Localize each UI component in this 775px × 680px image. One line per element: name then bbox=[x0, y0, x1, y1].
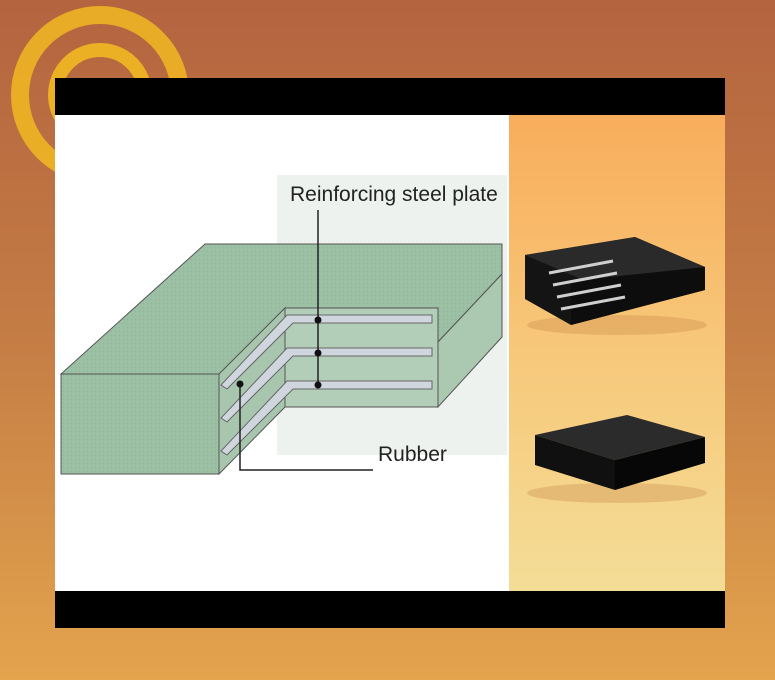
laminated-bearing-photo bbox=[525, 237, 707, 335]
photo-panel bbox=[509, 115, 725, 591]
bearing-diagram bbox=[59, 175, 507, 476]
presentation-frame: Reinforcing steel plate Rubber bbox=[55, 78, 725, 628]
steel-plate-2 bbox=[220, 347, 433, 423]
rubber-leader bbox=[239, 384, 373, 471]
steel-plate-label: Reinforcing steel plate bbox=[290, 183, 498, 206]
rubber-label: Rubber bbox=[378, 443, 447, 466]
steel-plate-3 bbox=[220, 380, 433, 456]
diagram-panel: Reinforcing steel plate Rubber bbox=[55, 115, 509, 591]
steel-plate-1 bbox=[220, 314, 433, 390]
leader-dots bbox=[236, 316, 322, 389]
product-photos bbox=[525, 237, 707, 503]
plain-bearing-photo bbox=[527, 415, 707, 503]
steel-plates bbox=[220, 314, 433, 456]
bearing-front-face bbox=[60, 373, 220, 475]
